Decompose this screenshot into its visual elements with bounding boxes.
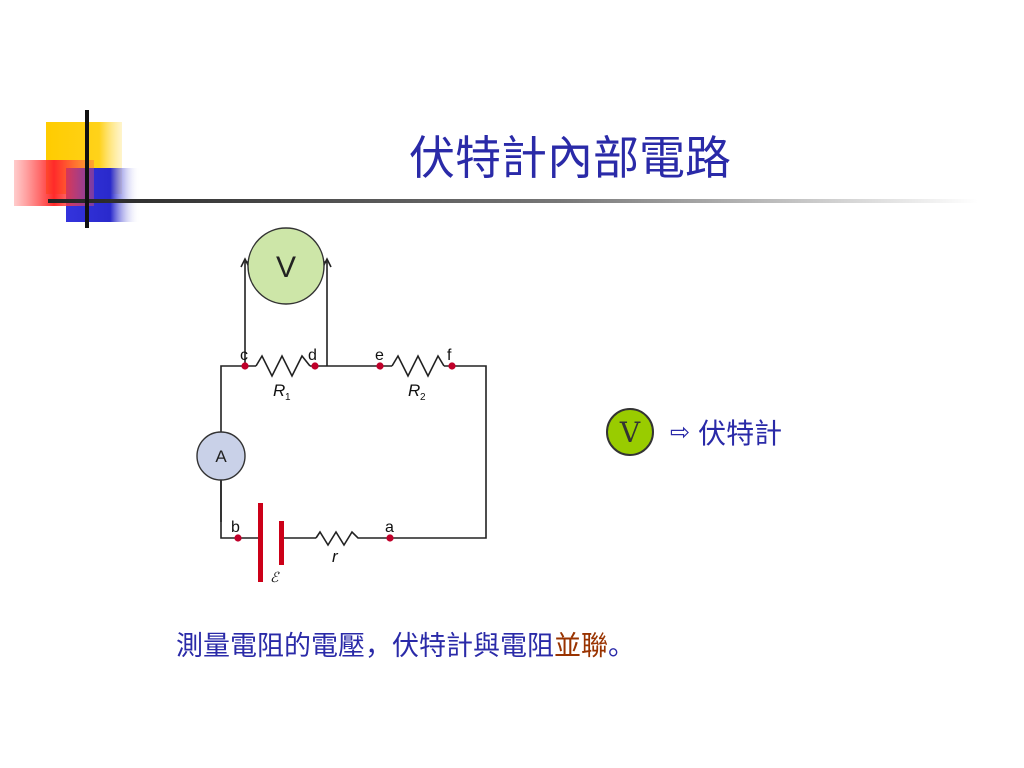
node-f (448, 362, 456, 370)
node-label-c: c (240, 347, 248, 364)
resistor-r2 (391, 354, 445, 378)
decor-red-block (14, 160, 94, 206)
voltmeter-circle (247, 227, 325, 305)
page-title: 伏特計內部電路 (409, 131, 731, 185)
caption-highlight: 並聯 (554, 631, 608, 662)
ammeter-label: A (215, 447, 227, 466)
r1-subscript: 1 (285, 392, 291, 403)
battery-long-plate (258, 503, 263, 582)
wire-right (390, 365, 487, 539)
node-label-b: b (231, 519, 240, 536)
voltmeter-symbol: V (606, 408, 654, 456)
r1-label: R (273, 381, 285, 400)
caption: 測量電阻的電壓，伏特計與電阻並聯。 (176, 624, 876, 663)
ammeter-circle (196, 431, 246, 481)
battery-short-plate (279, 521, 284, 565)
caption-end: 。 (608, 631, 635, 662)
circuit-nodes (234, 362, 456, 542)
node-e (376, 362, 384, 370)
node-label-e: e (375, 347, 384, 364)
resistor-r1 (255, 354, 311, 378)
emf-label: ℰ (270, 570, 280, 586)
r2-subscript: 2 (420, 392, 426, 403)
node-b (234, 534, 242, 542)
resistor-internal-r (315, 530, 390, 547)
node-label-d: d (308, 347, 317, 364)
decor-vertical-line (85, 110, 89, 228)
node-label-f: f (447, 347, 452, 364)
arrow-right-icon: ⇨ (670, 418, 691, 446)
circuit-diagram (196, 227, 487, 547)
node-label-a: a (385, 519, 394, 536)
legend-text: 伏特計 (698, 417, 783, 450)
internal-r-label: r (332, 547, 339, 566)
node-c (241, 362, 249, 370)
wire-bottom-left (220, 480, 260, 539)
caption-main: 測量電阻的電壓，伏特計與電阻 (176, 631, 554, 662)
node-a (386, 534, 394, 542)
decor-blocks (14, 122, 140, 222)
title-underline (48, 199, 978, 203)
voltmeter-label: V (276, 251, 296, 284)
voltmeter-legend: V ⇨ 伏特計 (606, 406, 782, 458)
node-d (311, 362, 319, 370)
r2-label: R (408, 381, 420, 400)
